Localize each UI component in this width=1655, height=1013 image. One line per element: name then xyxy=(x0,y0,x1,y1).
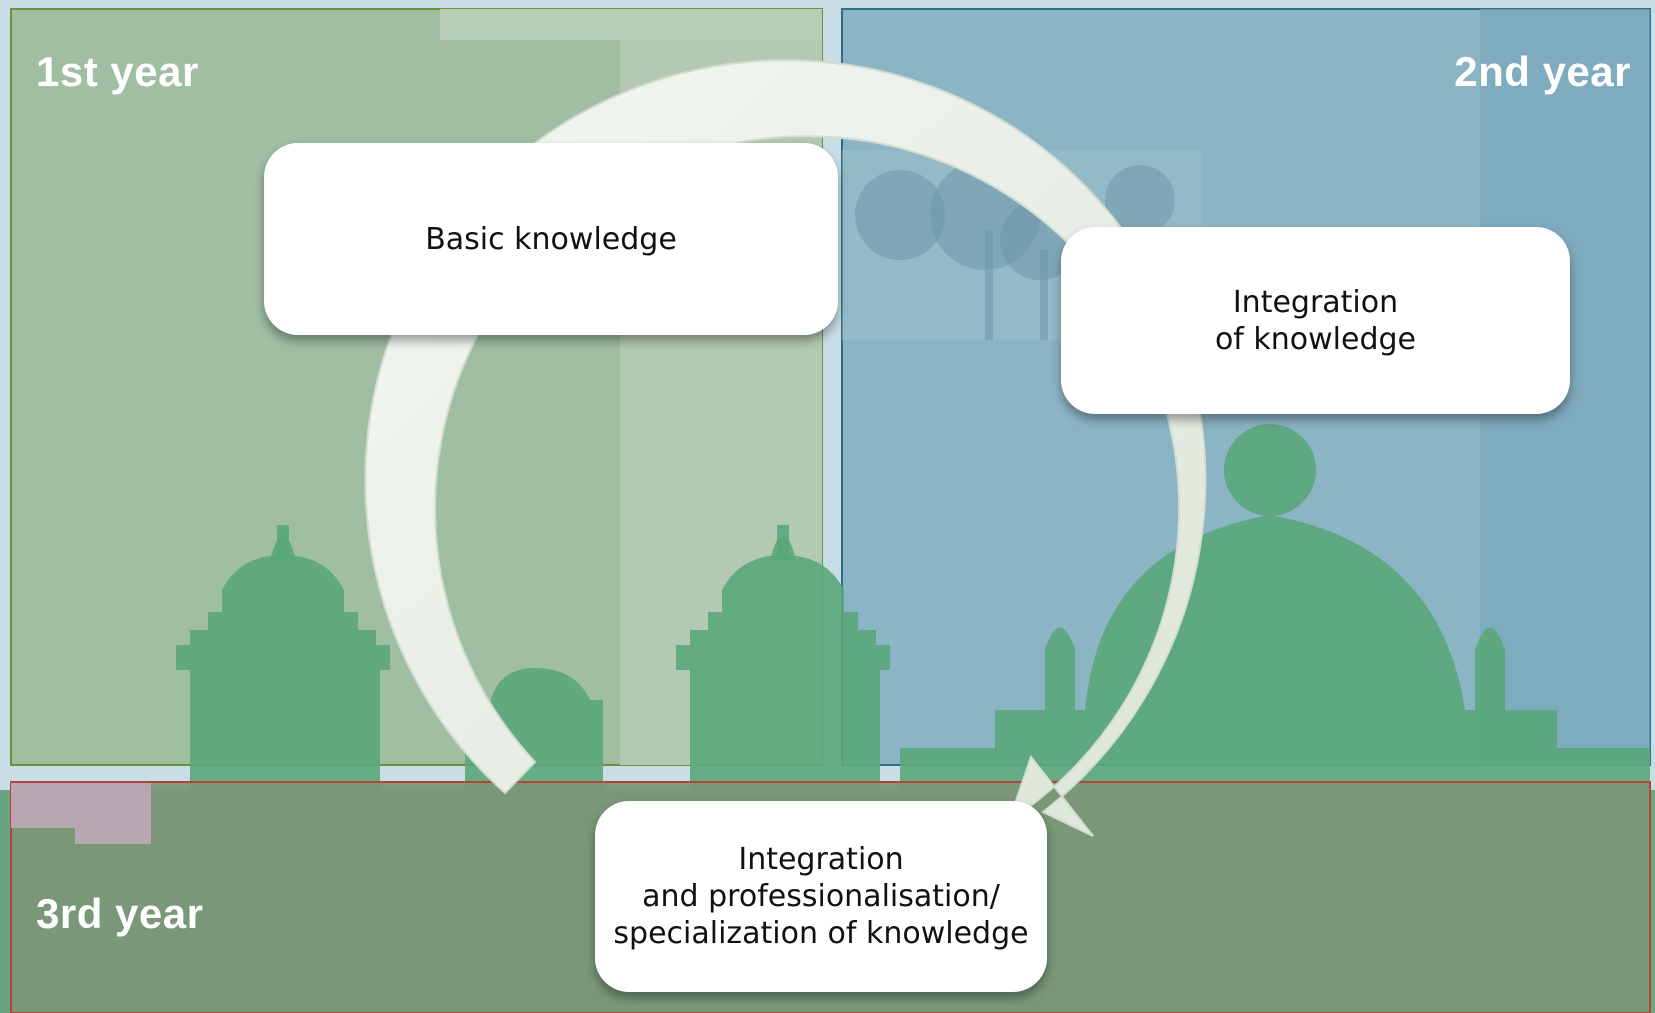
professionalisation-text: Integration and professionalisation/ spe… xyxy=(613,842,1029,951)
professionalisation-box: Integration and professionalisation/ spe… xyxy=(595,801,1047,992)
integration-knowledge-text: Integration of knowledge xyxy=(1214,284,1417,357)
integration-knowledge-box: Integration of knowledge xyxy=(1061,227,1570,414)
year-1-label: 1st year xyxy=(36,48,199,95)
basic-knowledge-box: Basic knowledge xyxy=(264,143,838,335)
year-3-label: 3rd year xyxy=(36,890,204,937)
year-2-label: 2nd year xyxy=(1454,48,1631,95)
trees-silhouette xyxy=(855,160,1175,340)
basic-knowledge-text: Basic knowledge xyxy=(425,221,677,257)
buildings-silhouette xyxy=(176,424,1650,790)
